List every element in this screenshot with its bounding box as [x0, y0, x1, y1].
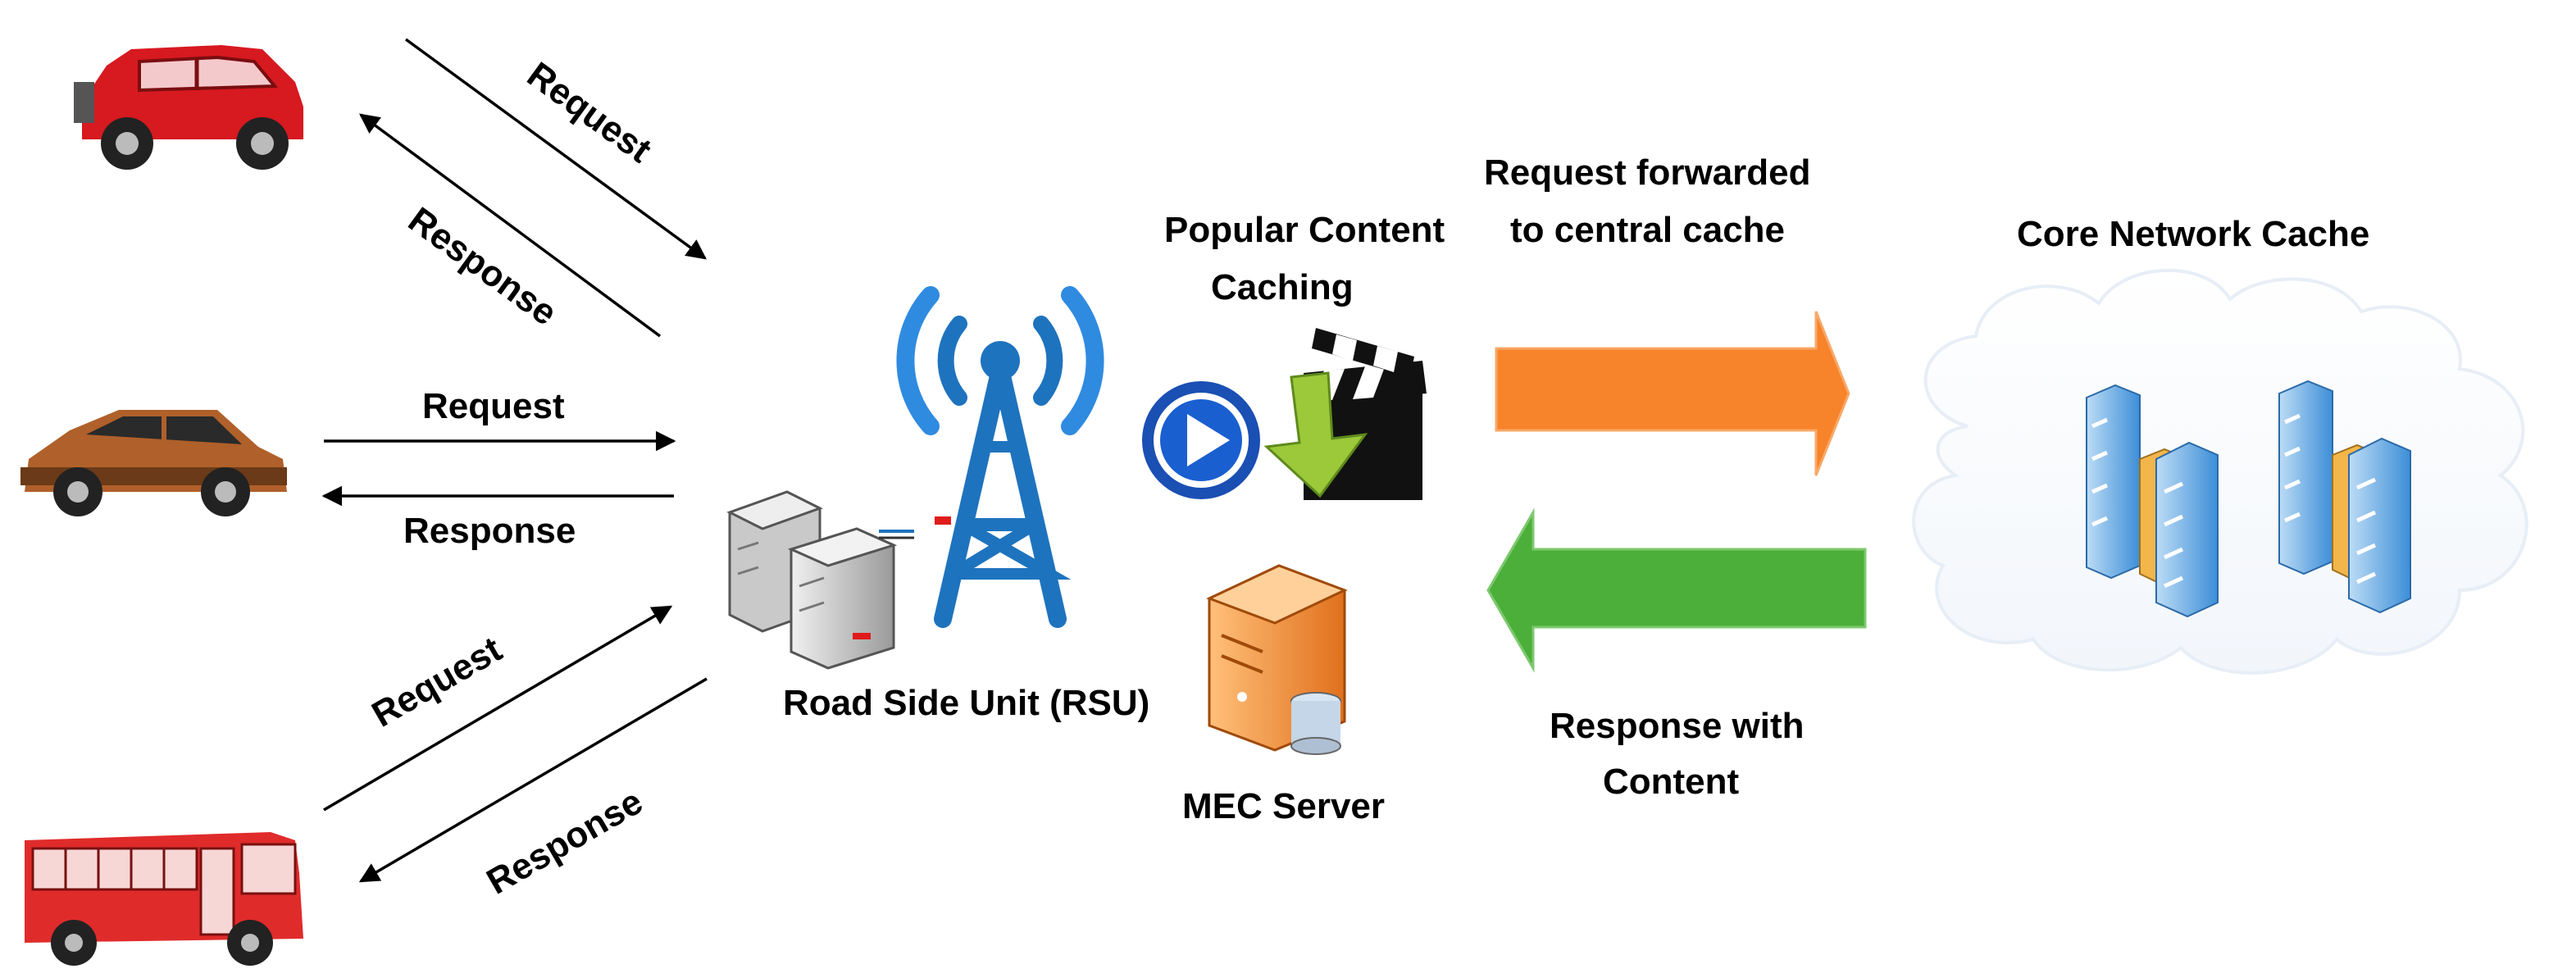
car1-response-arrow — [359, 113, 662, 338]
caching-group: Popular Content Caching — [1142, 210, 1445, 500]
caching-label-line2: Caching — [1211, 267, 1354, 307]
car2-response-label: Response — [403, 511, 576, 551]
cache-server-icon — [2278, 380, 2411, 614]
mec-server-group: MEC Server — [1182, 564, 1385, 826]
red-car-icon — [74, 45, 303, 170]
rsu-label: Road Side Unit (RSU) — [783, 683, 1149, 723]
car1-link: Request Response — [359, 38, 707, 338]
car1-request-label: Request — [520, 54, 659, 171]
cache-server-icon — [2086, 384, 2219, 618]
car2-link: Request Response — [321, 386, 676, 551]
car1-request-arrow — [404, 38, 707, 260]
play-button-icon — [1142, 381, 1260, 499]
mec-server-icon — [1206, 564, 1348, 755]
bus-link: Request Response — [323, 605, 708, 903]
bus-response-arrow — [358, 677, 708, 883]
response-arrow — [1486, 507, 1867, 673]
mec-server-label: MEC Server — [1182, 786, 1385, 826]
reply-label-line2: Content — [1603, 762, 1740, 802]
forward-arrow — [1495, 311, 1850, 476]
reply-group: Response with Content — [1486, 507, 1867, 802]
forward-group: Request forwarded to central cache — [1484, 152, 1850, 476]
forward-label-line2: to central cache — [1510, 210, 1785, 250]
brown-suv-icon — [20, 410, 287, 516]
rsu-server-icon — [726, 490, 951, 670]
rsu-group: Road Side Unit (RSU) — [726, 286, 1149, 723]
download-arrow-icon — [1263, 371, 1368, 498]
red-bus-icon — [25, 832, 303, 966]
bus-request-arrow — [323, 605, 673, 812]
antenna-tower-icon — [896, 286, 1104, 628]
cloud-icon — [1912, 268, 2528, 675]
bus-response-label: Response — [480, 781, 650, 903]
car2-request-label: Request — [422, 386, 565, 426]
core-cache-group: Core Network Cache — [1912, 214, 2528, 675]
core-cache-label: Core Network Cache — [2017, 214, 2369, 254]
forward-label-line1: Request forwarded — [1484, 152, 1811, 193]
reply-label-line1: Response with — [1550, 706, 1805, 746]
caching-label-line1: Popular Content — [1164, 210, 1445, 250]
bus-request-label: Request — [366, 629, 509, 735]
car1-response-label: Response — [401, 199, 564, 333]
